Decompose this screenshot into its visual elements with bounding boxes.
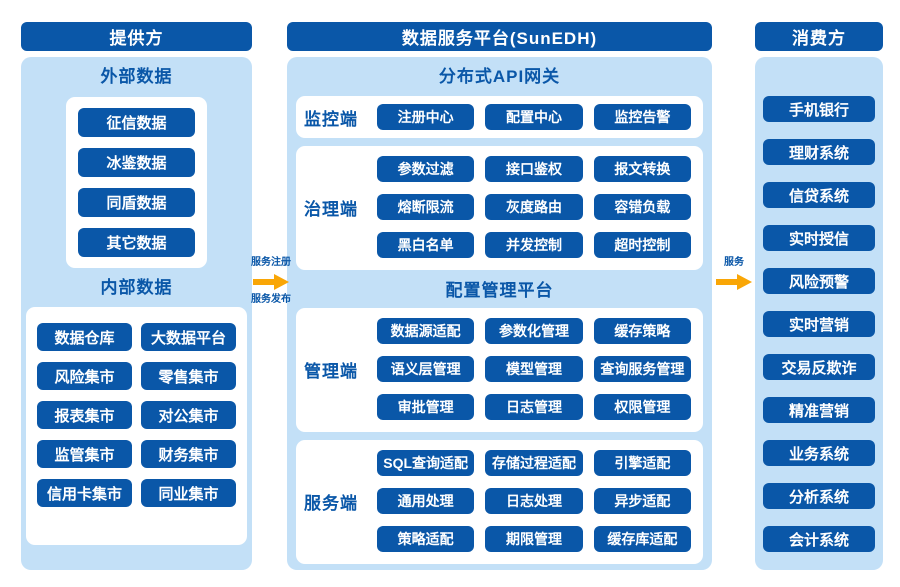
external-data-box: 征信数据 冰鉴数据 同盾数据 其它数据 xyxy=(66,97,207,268)
internal-data-item: 同业集市 xyxy=(141,479,236,507)
consumer-item: 信贷系统 xyxy=(763,182,875,208)
internal-data-item: 监管集市 xyxy=(37,440,132,468)
platform-header: 数据服务平台(SunEDH) xyxy=(287,22,712,51)
management-item: 查询服务管理 xyxy=(593,356,691,382)
consumer-item: 会计系统 xyxy=(763,526,875,552)
governance-item: 黑白名单 xyxy=(377,232,475,258)
external-data-item: 其它数据 xyxy=(78,228,195,257)
internal-data-item: 大数据平台 xyxy=(141,323,236,351)
governance-item: 容错负载 xyxy=(593,194,691,220)
internal-data-item: 信用卡集市 xyxy=(37,479,132,507)
governance-item: 超时控制 xyxy=(593,232,691,258)
service-register-publish-arrow: 服务注册 服务发布 xyxy=(249,256,293,306)
consumer-panel: 手机银行 理财系统 信贷系统 实时授信 风险预警 实时营销 交易反欺诈 精准营销… xyxy=(755,57,883,570)
consumer-item: 风险预警 xyxy=(763,268,875,294)
monitor-section: 监控端 注册中心 配置中心 监控告警 xyxy=(296,96,703,138)
service-register-label: 服务注册 xyxy=(251,257,291,268)
service-item: 存储过程适配 xyxy=(485,450,583,476)
monitor-item: 监控告警 xyxy=(593,104,691,130)
governance-item: 参数过滤 xyxy=(377,156,475,182)
internal-data-item: 零售集市 xyxy=(141,362,236,390)
management-section-label: 管理端 xyxy=(304,361,358,381)
internal-data-heading: 内部数据 xyxy=(100,278,173,297)
platform-panel: 分布式API网关 监控端 注册中心 配置中心 监控告警 治理端 参数过滤 接口鉴… xyxy=(287,57,712,570)
right-arrow-icon xyxy=(253,274,289,290)
service-item: 日志处理 xyxy=(485,488,583,514)
management-item: 权限管理 xyxy=(593,394,691,420)
governance-item: 熔断限流 xyxy=(377,194,475,220)
internal-data-item: 风险集市 xyxy=(37,362,132,390)
service-arrow: 服务 xyxy=(712,256,756,293)
service-publish-label: 服务发布 xyxy=(251,294,291,305)
consumer-item: 精准营销 xyxy=(763,397,875,423)
service-item: 引擎适配 xyxy=(593,450,691,476)
management-section: 管理端 数据源适配 参数化管理 缓存策略 语义层管理 模型管理 查询服务管理 审… xyxy=(296,308,703,432)
management-item: 数据源适配 xyxy=(377,318,475,344)
consumer-header: 消费方 xyxy=(755,22,883,51)
config-platform-heading: 配置管理平台 xyxy=(445,281,554,300)
external-data-item: 冰鉴数据 xyxy=(78,148,195,177)
provider-header: 提供方 xyxy=(21,22,252,51)
provider-panel: 外部数据 征信数据 冰鉴数据 同盾数据 其它数据 内部数据 数据仓库 大数据平台… xyxy=(21,57,252,570)
service-item: 策略适配 xyxy=(377,526,475,552)
service-item: 通用处理 xyxy=(377,488,475,514)
governance-section: 治理端 参数过滤 接口鉴权 报文转换 熔断限流 灰度路由 容错负载 黑白名单 并… xyxy=(296,146,703,270)
management-item: 模型管理 xyxy=(485,356,583,382)
external-data-item: 同盾数据 xyxy=(78,188,195,217)
service-label: 服务 xyxy=(724,257,744,268)
consumer-item: 实时授信 xyxy=(763,225,875,251)
monitor-item: 注册中心 xyxy=(377,104,475,130)
service-item: 期限管理 xyxy=(485,526,583,552)
right-arrow-icon xyxy=(716,274,752,290)
consumer-item: 交易反欺诈 xyxy=(763,354,875,380)
service-section: 服务端 SQL查询适配 存储过程适配 引擎适配 通用处理 日志处理 异步适配 策… xyxy=(296,440,703,564)
management-item: 审批管理 xyxy=(377,394,475,420)
service-item: SQL查询适配 xyxy=(377,450,475,476)
external-data-item: 征信数据 xyxy=(78,108,195,137)
management-item: 日志管理 xyxy=(485,394,583,420)
consumer-item: 理财系统 xyxy=(763,139,875,165)
consumer-item: 手机银行 xyxy=(763,96,875,122)
consumer-item: 实时营销 xyxy=(763,311,875,337)
service-section-label: 服务端 xyxy=(304,493,358,513)
management-item: 缓存策略 xyxy=(593,318,691,344)
governance-item: 灰度路由 xyxy=(485,194,583,220)
internal-data-item: 报表集市 xyxy=(37,401,132,429)
internal-data-item: 数据仓库 xyxy=(37,323,132,351)
governance-item: 报文转换 xyxy=(593,156,691,182)
external-data-heading: 外部数据 xyxy=(100,67,173,86)
internal-data-item: 对公集市 xyxy=(141,401,236,429)
service-item: 异步适配 xyxy=(593,488,691,514)
monitor-item: 配置中心 xyxy=(485,104,583,130)
management-item: 参数化管理 xyxy=(485,318,583,344)
consumer-item: 业务系统 xyxy=(763,440,875,466)
internal-data-box: 数据仓库 大数据平台 风险集市 零售集市 报表集市 对公集市 监管集市 财务集市… xyxy=(26,307,247,545)
consumer-item: 分析系统 xyxy=(763,483,875,509)
management-item: 语义层管理 xyxy=(377,356,475,382)
governance-item: 并发控制 xyxy=(485,232,583,258)
internal-data-item: 财务集市 xyxy=(141,440,236,468)
governance-item: 接口鉴权 xyxy=(485,156,583,182)
api-gateway-heading: 分布式API网关 xyxy=(438,67,561,86)
service-item: 缓存库适配 xyxy=(593,526,691,552)
governance-section-label: 治理端 xyxy=(304,199,358,219)
monitor-section-label: 监控端 xyxy=(304,109,358,129)
